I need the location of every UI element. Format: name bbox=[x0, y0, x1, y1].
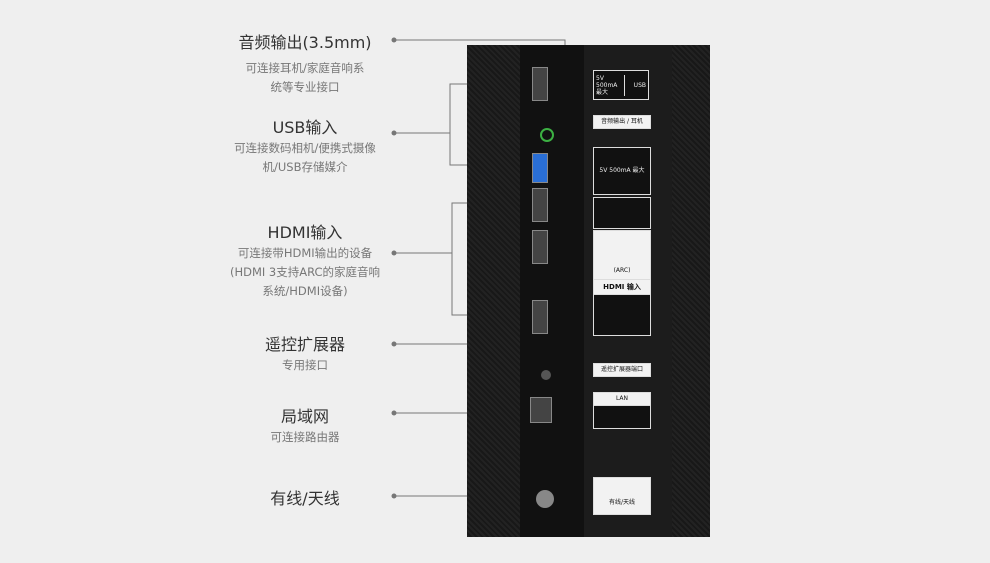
usb1-port bbox=[532, 67, 548, 101]
label-title: 遥控扩展器 bbox=[264, 335, 345, 354]
label-audio-out: 音频输出(3.5mm) 可连接耳机/家庭音响系统等专业接口 bbox=[205, 32, 405, 97]
label-usb: USB输入可连接数码相机/便携式摄像机/USB存储媒介 bbox=[205, 117, 405, 177]
antenna-label: 有线/天线 bbox=[593, 477, 651, 515]
lan-port bbox=[530, 397, 552, 423]
tv-rear-panel: 5V 500mA 最大 USB 音频输出 / 耳机 5V 500mA 最大 (AR… bbox=[467, 45, 710, 537]
hdmi4-label bbox=[593, 294, 651, 336]
hdmi4-port bbox=[532, 300, 548, 334]
hdmi-label: HDMI 输入 bbox=[593, 279, 651, 295]
label-title: 局域网 bbox=[280, 407, 329, 426]
remote-jack bbox=[541, 370, 551, 380]
port-column bbox=[520, 45, 584, 537]
usb1-spec: 5V 500mA 最大 bbox=[596, 74, 625, 96]
label-desc: 系统/HDMI设备) bbox=[262, 284, 348, 298]
panel-texture-right bbox=[672, 45, 710, 537]
label-title: HDMI输入 bbox=[267, 223, 343, 242]
lan-label: LAN bbox=[593, 392, 651, 406]
label-title: 有线/天线 bbox=[270, 489, 340, 508]
panel-texture-left bbox=[467, 45, 520, 537]
label-desc: 专用接口 bbox=[282, 358, 328, 372]
remote-label: 遥控扩展器端口 bbox=[593, 363, 651, 377]
label-desc: 统等专业接口 bbox=[270, 80, 340, 94]
hdmi2-label bbox=[593, 197, 651, 229]
usb1-box: 5V 500mA 最大 USB bbox=[593, 70, 649, 100]
label-lan: 局域网可连接路由器 bbox=[205, 406, 405, 447]
audio-label: 音频输出 / 耳机 bbox=[593, 115, 651, 129]
usb3-port bbox=[532, 153, 548, 183]
label-desc: 可连接带HDMI输出的设备 bbox=[237, 246, 373, 260]
label-title: 音频输出(3.5mm) bbox=[238, 33, 372, 52]
hdmi3-label: (ARC) bbox=[593, 230, 651, 280]
label-antenna: 有线/天线 bbox=[205, 488, 405, 510]
label-desc: 可连接路由器 bbox=[270, 430, 340, 444]
antenna-port bbox=[536, 490, 554, 508]
usb23-label: 5V 500mA 最大 bbox=[593, 147, 651, 195]
label-remote: 遥控扩展器专用接口 bbox=[205, 334, 405, 375]
audio-jack bbox=[540, 128, 554, 142]
hdmi3-port bbox=[532, 230, 548, 264]
label-hdmi: HDMI输入可连接带HDMI输出的设备 (HDMI 3支持ARC的家庭音响系统/H… bbox=[205, 222, 405, 301]
usb1-label: USB bbox=[633, 81, 646, 89]
label-desc: (HDMI 3支持ARC的家庭音响 bbox=[229, 265, 381, 279]
lan-box bbox=[593, 405, 651, 429]
label-desc: 机/USB存储媒介 bbox=[262, 160, 348, 174]
label-title: USB输入 bbox=[272, 118, 338, 137]
hdmi2-port bbox=[532, 188, 548, 222]
label-desc: 可连接耳机/家庭音响系 bbox=[245, 61, 365, 75]
label-desc: 可连接数码相机/便携式摄像 bbox=[234, 141, 376, 155]
